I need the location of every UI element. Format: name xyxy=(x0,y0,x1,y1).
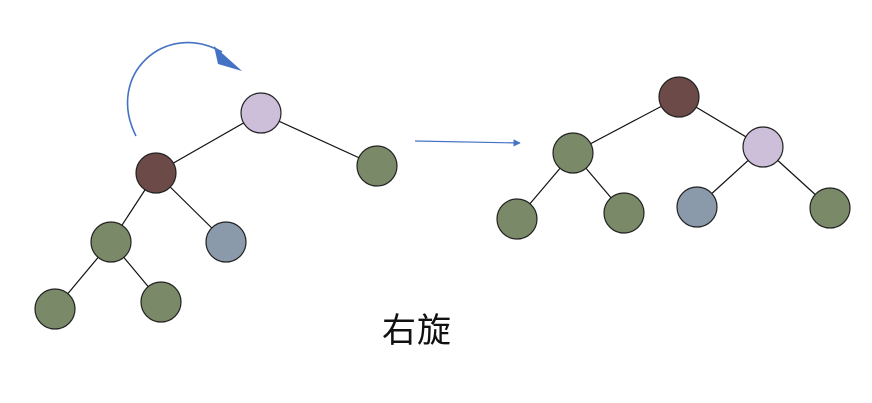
tree-node-root xyxy=(240,92,282,134)
tree-node-left-right xyxy=(205,221,247,263)
tree-node-left-left xyxy=(90,221,132,263)
after-tree xyxy=(496,76,851,240)
curved-arrow-icon xyxy=(126,41,242,137)
caption-right-rotation: 右旋 xyxy=(382,311,452,351)
right-arrow-icon xyxy=(414,139,521,147)
tree-node-right-child xyxy=(356,145,398,187)
tree-node-left-right xyxy=(603,192,645,234)
tree-node-left-child xyxy=(135,152,177,194)
tree-node-right-left xyxy=(676,186,718,228)
tree-edge xyxy=(260,112,378,167)
tree-node-left-left xyxy=(496,198,538,240)
tree-node-root xyxy=(658,76,700,118)
tree-node-right-child xyxy=(742,126,784,168)
tree-node-left-child xyxy=(552,132,594,174)
tree-node-right-right xyxy=(809,187,851,229)
tree-node-left-left-left xyxy=(34,288,76,330)
before-tree xyxy=(34,92,398,330)
tree-node-left-left-right xyxy=(140,281,182,323)
